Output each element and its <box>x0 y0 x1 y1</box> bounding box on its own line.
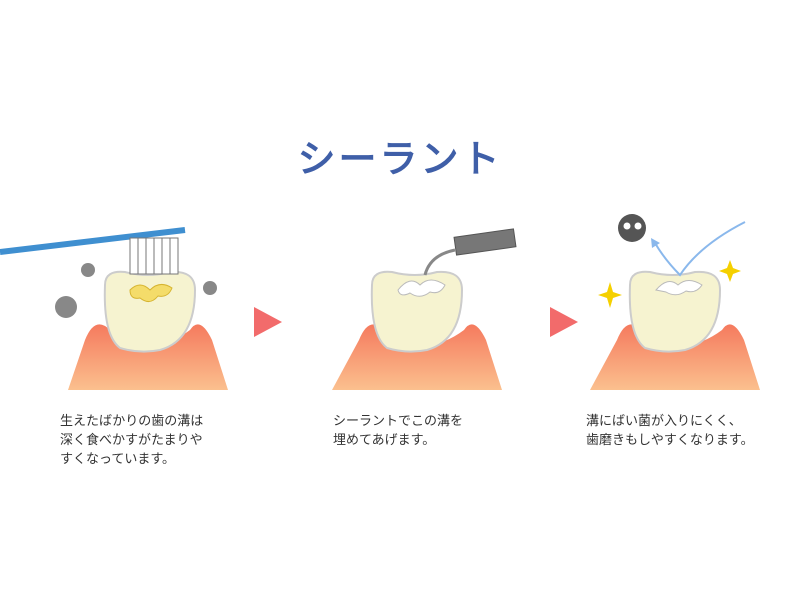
arrow-right-icon <box>254 307 282 337</box>
step3-illustration <box>590 214 760 390</box>
step2-caption: シーラントでこの溝を 埋めてあげます。 <box>333 414 464 448</box>
tooth <box>628 270 722 353</box>
germ-icon <box>618 214 646 242</box>
germ-icon <box>55 296 77 318</box>
arrow-right-icon <box>550 307 578 337</box>
gum <box>332 324 502 390</box>
food-debris <box>129 284 173 302</box>
germ-icon <box>81 263 95 277</box>
gum <box>68 324 228 390</box>
sealed-groove <box>655 280 703 296</box>
step1-illustration <box>0 227 228 390</box>
bounce-arrow-icon <box>654 221 746 277</box>
sealant <box>397 279 446 297</box>
toothbrush-handle <box>0 227 186 255</box>
germ-icon <box>203 281 217 295</box>
applicator-handle <box>453 228 517 256</box>
step3-caption: 溝にばい菌が入りにくく、 歯磨きもしやすくなります。 <box>586 414 754 448</box>
tooth <box>103 270 197 353</box>
step2-illustration <box>332 228 517 390</box>
sparkle-icon <box>598 282 622 308</box>
sparkle-icon <box>719 260 741 282</box>
step1-caption: 生えたばかりの歯の溝は 深く食べかすがたまりや すくなっています。 <box>60 414 204 467</box>
gum <box>590 324 760 390</box>
sealant-applicator <box>423 248 456 276</box>
toothbrush-bristles <box>129 237 179 275</box>
page-title: シーラント <box>297 137 503 181</box>
